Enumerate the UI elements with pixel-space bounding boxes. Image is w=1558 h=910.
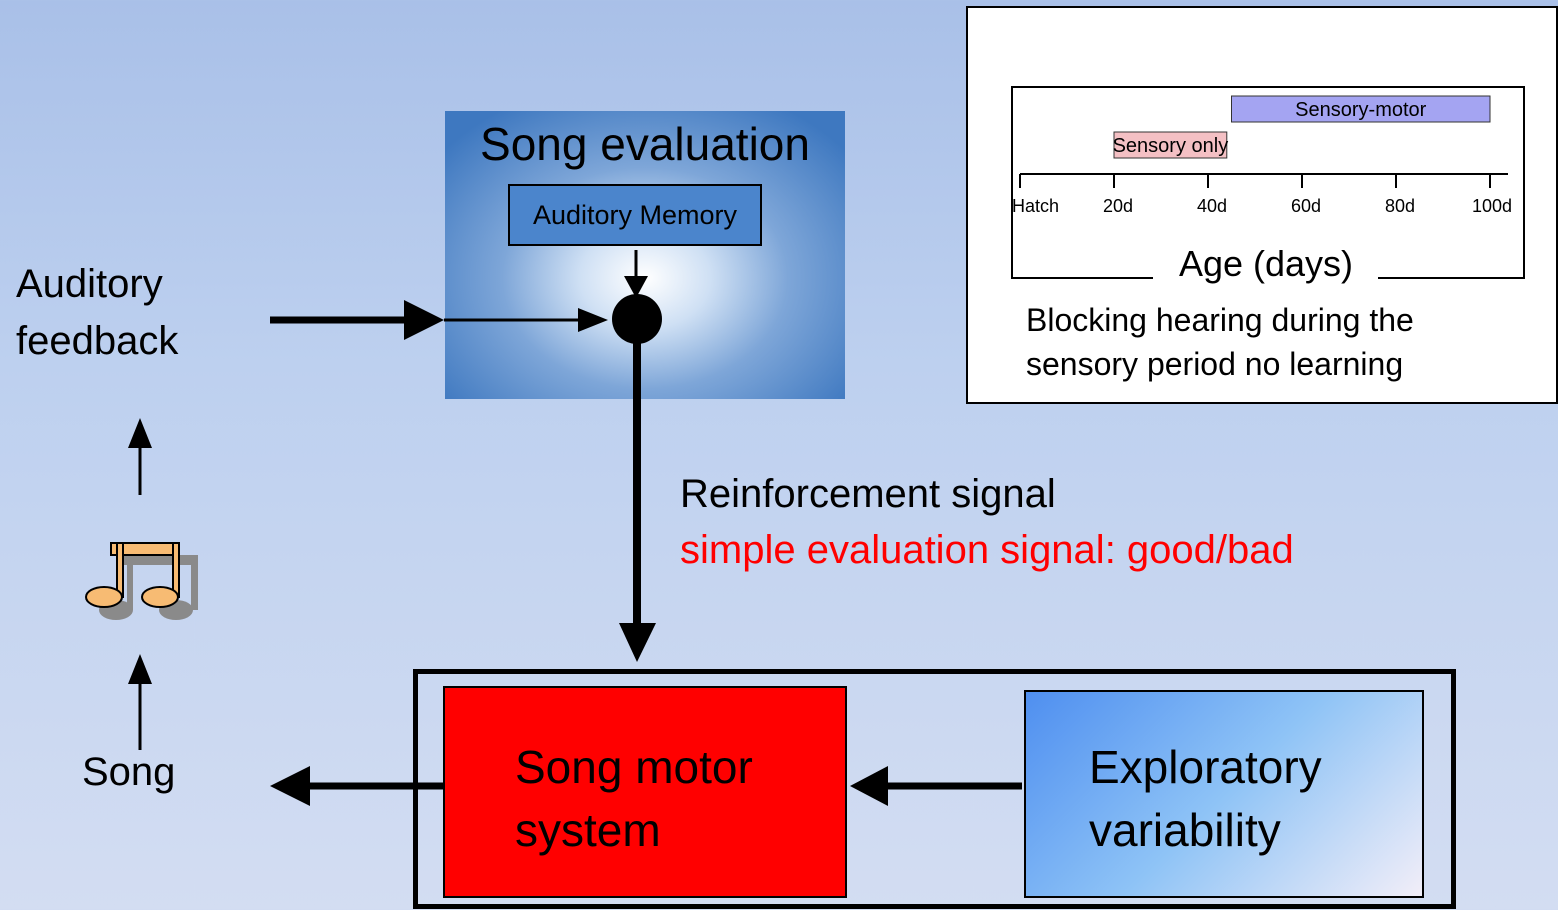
song-motor-system-label: Song motor system (515, 741, 753, 856)
timeline-tick-label: Hatch (1012, 196, 1059, 216)
exploratory-variability-box: Exploratory variability (1024, 690, 1424, 898)
timeline-frame (1011, 86, 1525, 279)
timeline-note: Blocking hearing during the sensory peri… (1026, 302, 1414, 382)
timeline-bar-label: Sensory only (1113, 135, 1229, 157)
feedback-arrow-head (404, 300, 444, 340)
song-evaluation-title: Song evaluation (480, 118, 810, 170)
timeline-bar-label: Sensory-motor (1295, 99, 1426, 121)
timeline-bar (1231, 95, 1491, 123)
timeline-tick-label: 100d (1472, 196, 1512, 216)
timeline-tick-label: 80d (1385, 196, 1415, 216)
reinforcement-arrow-head (619, 623, 656, 662)
song-label: Song (82, 750, 176, 794)
comparator-node (612, 294, 662, 344)
timeline-tick-label: 60d (1291, 196, 1321, 216)
song-up-arrow-head (128, 654, 152, 684)
exploratory-variability-label: Exploratory variability (1089, 741, 1322, 856)
timeline-tick-label: 40d (1197, 196, 1227, 216)
timeline-chart: Hatch 20d 40d 60d 80d 100d Sensory-motorSenso… (1011, 86, 1525, 284)
simple-evaluation-label: simple evaluation signal: good/bad (680, 528, 1294, 572)
variability-arrow-head (850, 766, 888, 806)
reinforcement-signal-label: Reinforcement signal (680, 472, 1056, 516)
timeline-axis-label: Age (days) (1179, 243, 1353, 284)
music-notes-icon (85, 542, 198, 620)
auditory-memory-box: Auditory Memory (508, 184, 762, 246)
song-evaluation-box: Song evaluation Auditory Memory (445, 111, 845, 399)
auditory-feedback-label: Auditory feedback (16, 262, 179, 363)
timeline-tick-label: 20d (1103, 196, 1133, 216)
timeline-bar (1113, 131, 1228, 159)
feedback-up-arrow-head (128, 418, 152, 448)
comparator-input-head (578, 308, 608, 332)
memory-arrow-head (624, 276, 648, 298)
song-output-arrow-head (270, 766, 310, 806)
song-motor-system-box: Song motor system (443, 686, 847, 898)
